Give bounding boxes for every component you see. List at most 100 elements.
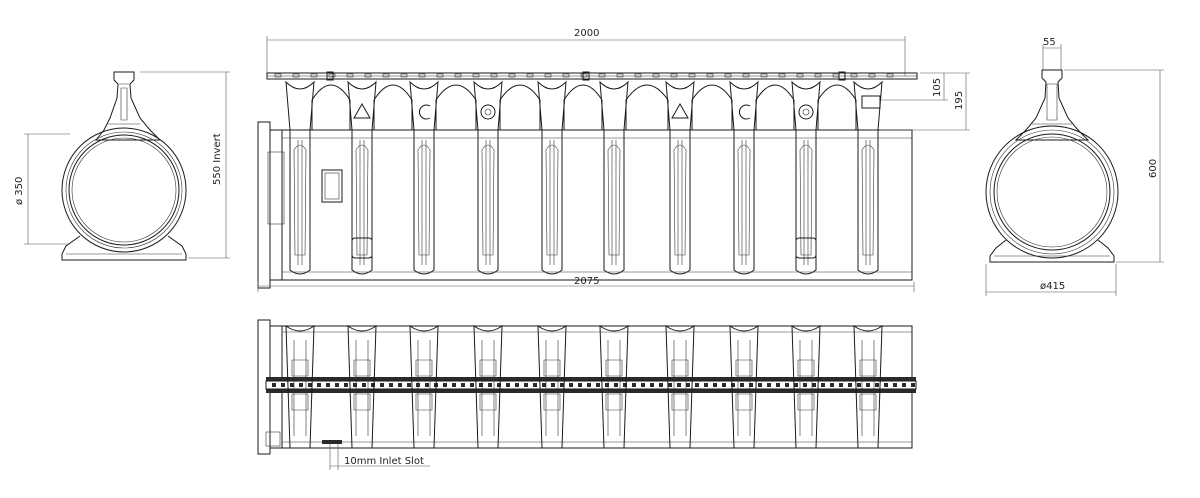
rail-hole bbox=[344, 383, 348, 387]
rail-hole bbox=[353, 383, 357, 387]
rail-hole bbox=[488, 383, 492, 387]
top-length-label: 2000 bbox=[574, 28, 599, 39]
rail-hole bbox=[830, 383, 834, 387]
rail-mark bbox=[328, 73, 336, 78]
rail-hole bbox=[335, 383, 339, 387]
rail-mark bbox=[688, 73, 696, 78]
rail-hole bbox=[524, 383, 528, 387]
rail-hole bbox=[317, 383, 321, 387]
rail-hole bbox=[578, 383, 582, 387]
rail-hole bbox=[713, 383, 717, 387]
rail-hole bbox=[722, 383, 726, 387]
rail-mark bbox=[382, 73, 390, 78]
rail-mark bbox=[634, 73, 642, 78]
rail-hole bbox=[299, 383, 303, 387]
rail-hole bbox=[362, 383, 366, 387]
rail-mark bbox=[886, 73, 894, 78]
rail-hole bbox=[623, 383, 627, 387]
rail-mark bbox=[490, 73, 498, 78]
rail-hole bbox=[641, 383, 645, 387]
rail-hole bbox=[515, 383, 519, 387]
rail-hole bbox=[794, 383, 798, 387]
rib-front bbox=[599, 80, 669, 275]
plan-view: 10mm Inlet Slot bbox=[257, 319, 917, 470]
rail-clip bbox=[326, 71, 334, 81]
rail-hole bbox=[587, 383, 591, 387]
rail-mark bbox=[814, 73, 822, 78]
rail-hole bbox=[389, 383, 393, 387]
rib-front bbox=[285, 80, 351, 275]
rail-mark bbox=[760, 73, 768, 78]
rib-symbol bbox=[798, 104, 814, 120]
rib-symbol bbox=[418, 104, 431, 120]
rail-hole bbox=[272, 383, 276, 387]
rail-hole bbox=[308, 383, 312, 387]
rail-hole bbox=[398, 383, 402, 387]
rail-hole bbox=[461, 383, 465, 387]
rail-hole bbox=[875, 383, 879, 387]
rail-mark bbox=[310, 73, 318, 78]
rail-hole bbox=[695, 383, 699, 387]
rail-hole bbox=[785, 383, 789, 387]
rail-hole bbox=[749, 383, 753, 387]
rail-mark bbox=[292, 73, 300, 78]
front-elevation: 2000 2075 105 195 bbox=[257, 28, 970, 292]
rail-hole bbox=[497, 383, 501, 387]
rail-mark bbox=[778, 73, 786, 78]
rib-plan bbox=[285, 325, 315, 449]
rail-hole bbox=[470, 383, 474, 387]
height-195-label: 195 bbox=[954, 91, 965, 110]
rail-mark bbox=[364, 73, 372, 78]
rail-mark bbox=[706, 73, 714, 78]
rail-hole bbox=[425, 383, 429, 387]
rail-hole bbox=[533, 383, 537, 387]
rail-hole bbox=[812, 383, 816, 387]
rail-mark bbox=[526, 73, 534, 78]
rail-mark bbox=[616, 73, 624, 78]
rib-plan bbox=[347, 325, 377, 449]
rib-front bbox=[537, 80, 603, 275]
rib-plan bbox=[473, 325, 503, 449]
rib-plan bbox=[729, 325, 759, 449]
rail-hole bbox=[731, 383, 735, 387]
rail-mark bbox=[652, 73, 660, 78]
base-width-label: ø415 bbox=[1040, 281, 1065, 292]
left-end-view: ø 350 550 Invert bbox=[14, 71, 230, 261]
rail-mark bbox=[454, 73, 462, 78]
rail-mark bbox=[850, 73, 858, 78]
rail-mark bbox=[436, 73, 444, 78]
rail-hole bbox=[704, 383, 708, 387]
rail-hole bbox=[659, 383, 663, 387]
rail-hole bbox=[893, 383, 897, 387]
rib-front bbox=[853, 80, 883, 275]
rail-hole bbox=[569, 383, 573, 387]
rib-front bbox=[791, 80, 857, 275]
rail-mark bbox=[274, 73, 282, 78]
rail-hole bbox=[407, 383, 411, 387]
rail-mark bbox=[868, 73, 876, 78]
height-600-label: 600 bbox=[1148, 159, 1159, 178]
invert-label: 550 Invert bbox=[212, 133, 223, 185]
rail-hole bbox=[839, 383, 843, 387]
rail-mark bbox=[508, 73, 516, 78]
rail-hole bbox=[542, 383, 546, 387]
rail-mark bbox=[544, 73, 552, 78]
rail-mark bbox=[472, 73, 480, 78]
rib-plan bbox=[537, 325, 567, 449]
right-end-view: 55 600 ø415 bbox=[985, 37, 1164, 296]
rail-hole bbox=[281, 383, 285, 387]
rail-hole bbox=[380, 383, 384, 387]
rail-hole bbox=[443, 383, 447, 387]
rail-hole bbox=[560, 383, 564, 387]
rail-hole bbox=[803, 383, 807, 387]
rail-hole bbox=[614, 383, 618, 387]
rail-hole bbox=[452, 383, 456, 387]
rail-clip bbox=[838, 71, 846, 81]
rail-hole bbox=[290, 383, 294, 387]
rail-mark bbox=[724, 73, 732, 78]
end-bracket bbox=[861, 95, 881, 109]
rail-hole bbox=[668, 383, 672, 387]
rib-plan bbox=[791, 325, 821, 449]
inlet-slot-label: 10mm Inlet Slot bbox=[344, 456, 424, 467]
rail-hole bbox=[902, 383, 906, 387]
